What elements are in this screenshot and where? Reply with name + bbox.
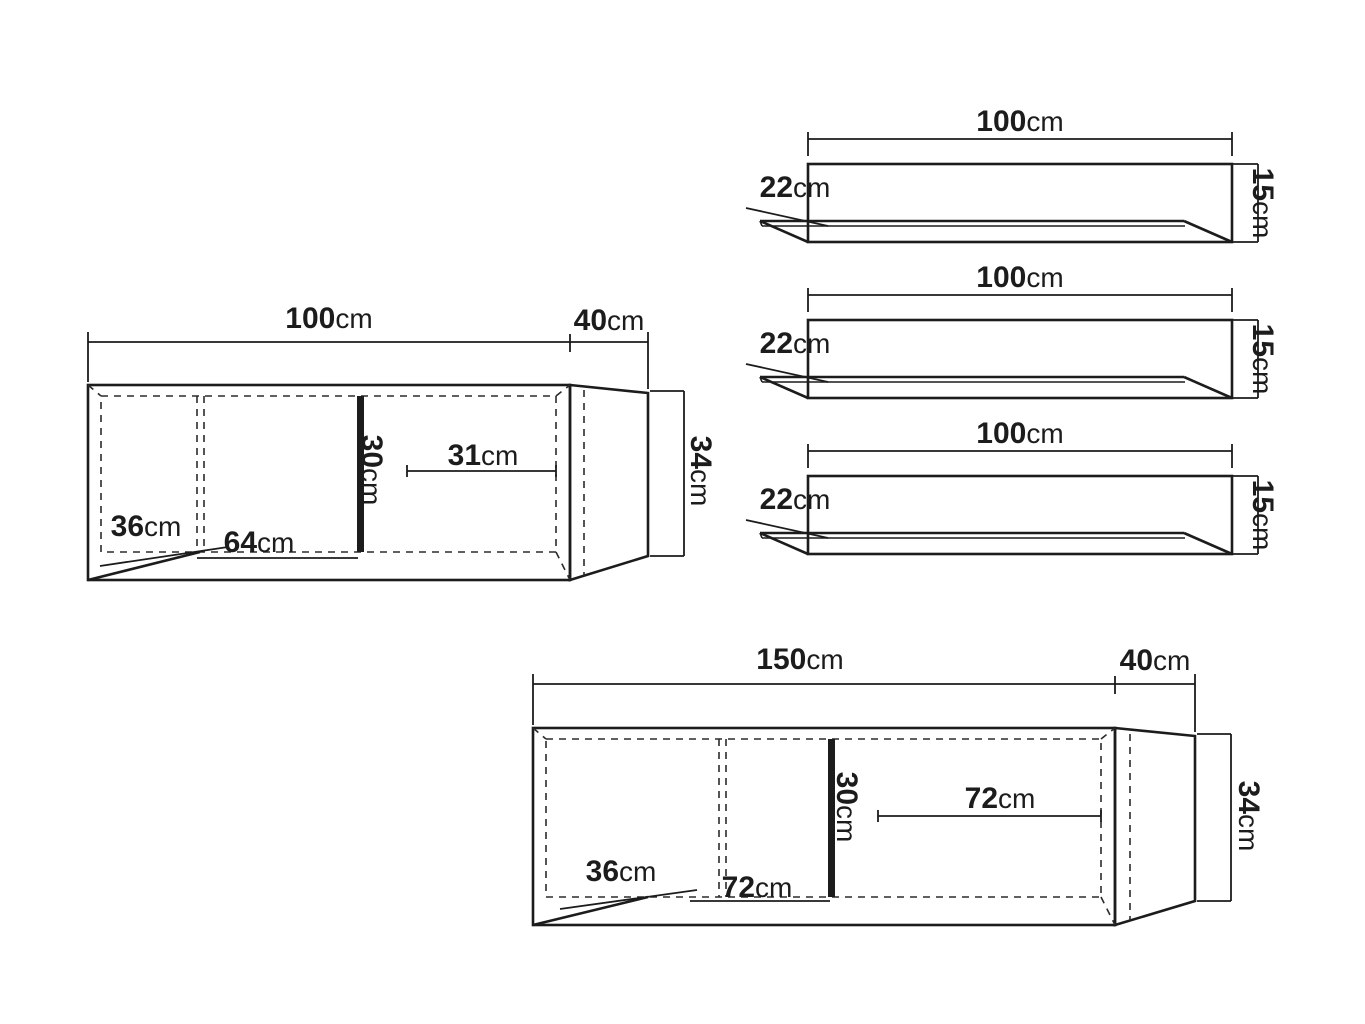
shelf-2-height-value: 15 [1246,323,1279,358]
large-cabinet-left-compartment-width-unit: cm [755,872,793,903]
large-cabinet-inner-height-unit: cm [831,805,862,843]
shelf-3-height-label: 15cm [1246,479,1279,551]
shelf-1-height-unit: cm [1247,201,1278,239]
shelf-3-depth-label: 22cm [760,485,831,515]
small-cabinet-height-label: 34cm [684,435,717,507]
large-cabinet-drawing [531,674,1232,927]
large-cabinet-inner-depth-label: 36cm [586,857,657,887]
shelf-1-width-label: 100cm [976,107,1063,137]
large-cabinet-height-value: 34 [1232,780,1265,815]
large-cabinet-inner-height-value: 30 [830,771,863,806]
small-cabinet-inner-height-label: 30cm [355,434,388,506]
shelf-2-width-value: 100 [976,261,1027,294]
small-cabinet-depth-label: 40cm [574,306,645,336]
large-cabinet-inner-depth-value: 36 [585,855,620,888]
small-cabinet-left-compartment-width-unit: cm [257,527,295,558]
shelf-1-width-value: 100 [976,105,1027,138]
large-cabinet-right-compartment-width-unit: cm [998,783,1036,814]
shelf-3-depth-value: 22 [759,483,794,516]
large-cabinet-width-label: 150cm [756,645,843,675]
shelf-1-height-value: 15 [1246,167,1279,202]
shelf-1-depth-label: 22cm [760,173,831,203]
small-cabinet-inner-depth-unit: cm [144,511,182,542]
small-cabinet-inner-depth-value: 36 [110,510,145,543]
small-cabinet-inner-height-value: 30 [355,434,388,469]
small-cabinet-height-value: 34 [684,435,717,470]
small-cabinet-right-compartment-width-label: 31cm [448,441,519,471]
large-cabinet-inner-height-label: 30cm [830,771,863,843]
large-cabinet-depth-unit: cm [1153,645,1191,676]
large-cabinet-height-label: 34cm [1232,780,1265,852]
small-cabinet-width-unit: cm [335,303,373,334]
large-cabinet-right-compartment-width-value: 72 [964,782,999,815]
small-cabinet-height-unit: cm [685,469,716,507]
large-cabinet-width-unit: cm [806,644,844,675]
shelf-2-height-unit: cm [1247,357,1278,395]
shelf-3-width-label: 100cm [976,419,1063,449]
shelf-1-depth-value: 22 [759,171,794,204]
large-cabinet-left-compartment-width-value: 72 [721,871,756,904]
small-cabinet-inner-depth-label: 36cm [111,512,182,542]
shelf-1-depth-unit: cm [793,172,831,203]
large-cabinet-depth-label: 40cm [1120,646,1191,676]
shelf-2-height-label: 15cm [1246,323,1279,395]
small-cabinet-inner-height-unit: cm [356,468,387,506]
large-cabinet-height-unit: cm [1233,814,1264,852]
shelf-2-depth-label: 22cm [760,329,831,359]
large-cabinet-depth-value: 40 [1119,644,1154,677]
small-cabinet-left-compartment-width-value: 64 [223,526,258,559]
shelf-3-height-unit: cm [1247,513,1278,551]
small-cabinet-left-compartment-width-label: 64cm [224,528,295,558]
small-cabinet-right-compartment-width-value: 31 [447,439,482,472]
large-cabinet-inner-depth-unit: cm [619,856,657,887]
large-cabinet-left-compartment-width-label: 72cm [722,873,793,903]
shelf-3-width-unit: cm [1026,418,1064,449]
shelf-2-depth-value: 22 [759,327,794,360]
shelf-1-height-label: 15cm [1246,167,1279,239]
shelf-2-width-unit: cm [1026,262,1064,293]
small-cabinet-width-label: 100cm [285,304,372,334]
small-cabinet-drawing [86,332,685,582]
large-cabinet-width-value: 150 [756,643,807,676]
shelf-3-width-value: 100 [976,417,1027,450]
shelf-2-width-label: 100cm [976,263,1063,293]
small-cabinet-width-value: 100 [285,302,336,335]
shelf-1-width-unit: cm [1026,106,1064,137]
shelf-2-depth-unit: cm [793,328,831,359]
large-cabinet-right-compartment-width-label: 72cm [965,784,1036,814]
small-cabinet-depth-value: 40 [573,304,608,337]
small-cabinet-depth-unit: cm [607,305,645,336]
shelf-3-depth-unit: cm [793,484,831,515]
shelf-3-height-value: 15 [1246,479,1279,514]
small-cabinet-right-compartment-width-unit: cm [481,440,519,471]
